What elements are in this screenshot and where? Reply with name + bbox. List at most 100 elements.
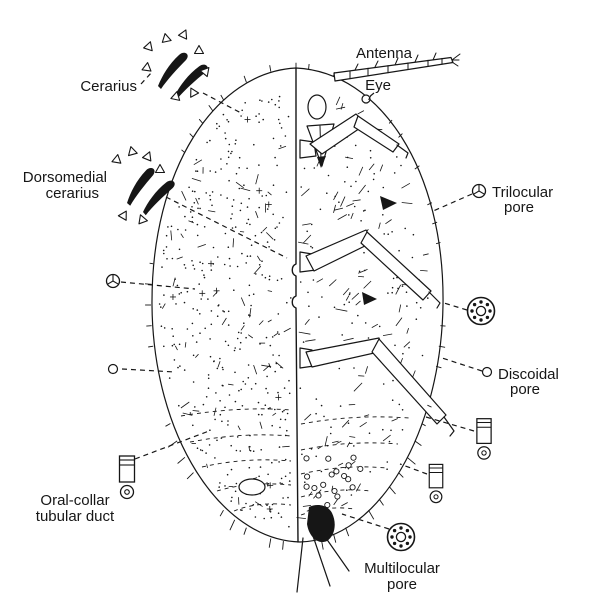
texture-mark <box>238 389 240 392</box>
label-eye: Eye <box>365 77 391 94</box>
texture-mark <box>222 384 224 387</box>
texture-mark <box>422 253 429 256</box>
texture-mark <box>184 229 187 231</box>
middle-leg <box>299 229 441 309</box>
texture-mark <box>310 245 312 248</box>
texture-mark <box>280 127 283 129</box>
texture-mark <box>302 505 312 507</box>
texture-mark <box>288 525 290 528</box>
texture-mark <box>227 324 230 326</box>
texture-mark <box>180 401 190 409</box>
texture-mark <box>201 262 204 265</box>
texture-mark <box>290 297 292 299</box>
texture-mark <box>230 217 232 220</box>
texture-mark <box>195 158 198 161</box>
texture-mark <box>274 227 277 230</box>
texture-mark <box>231 496 233 499</box>
texture-mark <box>378 498 384 506</box>
texture-mark <box>279 145 282 147</box>
texture-mark <box>302 234 312 244</box>
label-discoidal-line1: Discoidal <box>498 366 559 383</box>
texture-mark <box>287 496 289 499</box>
texture-mark <box>383 233 386 235</box>
texture-mark <box>324 501 331 509</box>
texture-mark <box>335 308 348 312</box>
texture-mark <box>237 331 240 334</box>
texture-mark <box>246 222 248 225</box>
texture-mark <box>196 170 199 172</box>
texture-mark <box>196 234 199 237</box>
texture-mark <box>274 408 276 411</box>
texture-mark <box>227 424 229 426</box>
texture-mark <box>269 511 272 513</box>
texture-mark <box>254 516 257 518</box>
texture-mark <box>398 304 402 313</box>
texture-mark <box>427 297 429 299</box>
texture-mark <box>351 292 360 300</box>
texture-mark <box>282 216 284 219</box>
texture-mark <box>261 100 263 102</box>
texture-mark <box>346 489 348 492</box>
texture-mark <box>211 204 213 207</box>
texture-mark <box>218 125 221 128</box>
texture-mark <box>241 509 243 512</box>
texture-mark <box>348 301 351 304</box>
texture-mark <box>378 222 381 229</box>
texture-mark <box>406 327 409 334</box>
texture-mark <box>224 406 226 409</box>
multilocular-pore-icon-right <box>466 296 496 326</box>
texture-mark <box>203 226 206 228</box>
texture-mark <box>278 333 280 336</box>
texture-mark <box>391 231 393 233</box>
texture-mark <box>398 133 403 138</box>
texture-mark <box>194 190 196 193</box>
texture-mark <box>209 355 212 358</box>
texture-mark <box>228 179 230 182</box>
texture-mark <box>308 491 313 497</box>
texture-mark <box>344 181 346 183</box>
texture-mark <box>161 266 163 268</box>
texture-mark <box>235 181 244 189</box>
texture-mark <box>387 233 390 235</box>
texture-mark <box>268 246 270 248</box>
texture-mark <box>260 449 263 451</box>
texture-mark <box>382 214 384 216</box>
texture-mark <box>271 461 273 464</box>
texture-mark <box>333 306 336 309</box>
texture-mark <box>178 404 180 407</box>
texture-mark <box>197 244 206 248</box>
texture-mark <box>210 269 213 271</box>
texture-mark <box>234 371 236 374</box>
texture-mark <box>191 206 193 208</box>
texture-mark <box>271 98 273 101</box>
texture-mark <box>349 484 356 491</box>
texture-mark <box>171 257 174 260</box>
texture-mark <box>267 290 273 292</box>
texture-mark <box>438 345 446 348</box>
texture-mark <box>285 191 288 193</box>
texture-mark <box>283 327 291 333</box>
texture-mark <box>259 421 263 429</box>
texture-mark <box>258 206 261 209</box>
texture-mark <box>268 275 271 278</box>
texture-mark <box>240 187 251 192</box>
texture-mark <box>234 143 237 145</box>
texture-mark <box>228 257 231 260</box>
texture-mark <box>217 256 219 258</box>
texture-mark <box>348 293 351 296</box>
texture-mark <box>244 102 246 104</box>
texture-mark <box>213 360 215 362</box>
texture-mark <box>266 504 268 507</box>
texture-mark <box>304 413 312 421</box>
texture-mark <box>364 209 366 212</box>
texture-mark <box>235 172 238 175</box>
texture-mark <box>253 364 258 375</box>
texture-mark <box>340 103 344 110</box>
texture-mark <box>191 322 194 325</box>
texture-mark <box>201 449 204 452</box>
texture-mark <box>198 118 204 124</box>
callout-trilocular-left <box>120 281 196 290</box>
texture-mark <box>272 184 275 186</box>
texture-mark <box>372 178 375 181</box>
label-trilocular-line2: pore <box>504 199 534 216</box>
